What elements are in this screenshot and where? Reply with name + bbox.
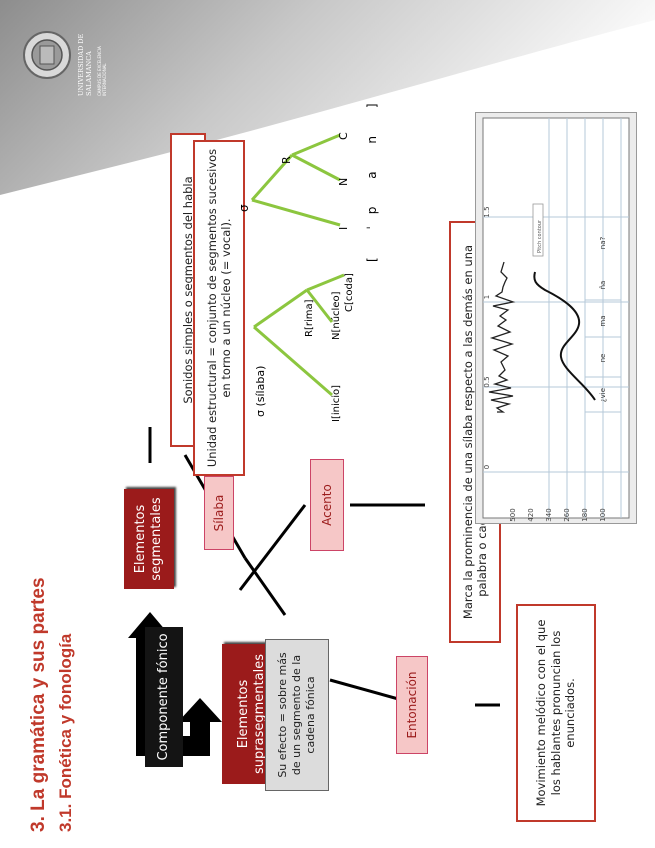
silaba-label: Sílaba [204,476,234,550]
ytick-260: 260 [562,508,571,522]
elementos-segmentales-box: Elementos segmentales [124,489,174,589]
componente-fonico-box: Componente fónico [145,627,183,767]
syllable-vie: ¿vie [598,387,607,403]
tree1-coda-label: C[coda] [344,273,355,312]
header-band [0,0,655,195]
pitch-tag: Pitch contour [537,219,543,253]
tree2-sigma: σ [237,204,251,212]
entonacion-label: Entonación [396,656,428,754]
xtick-1.5: 1.5 [482,206,491,218]
tree2-c: C [337,132,350,140]
pitch-figure: Pitch contour [482,117,630,519]
tree1-inicio-label: I[inicio] [331,385,342,422]
tree2-n: N [337,178,350,186]
ytick-100: 100 [598,508,607,522]
syllable-na1: ña [598,280,607,290]
tree2-i: I [337,227,350,230]
tree2-r: R [280,156,293,164]
acento-label: Acento [310,459,344,551]
ytick-340: 340 [544,508,553,522]
xtick-0.5: 0.5 [482,376,491,388]
pitch-labels: 500 420 340 260 180 100 0 0.5 1 1.5 ¿vie… [475,112,637,524]
syllable-tree-pan: σ R I N C [ ˈp a n ] [237,100,379,262]
ytick-500: 500 [508,508,517,522]
tree2-transcription: [ ˈp a n ] [365,100,379,262]
syllable-ne: ne [598,353,607,363]
syllable-tree-labeled: σ (sílaba) R[rima] I[inicio] N[núcleo] C… [253,273,355,422]
tree1-rima-label: R[rima] [304,299,315,337]
tree1-sigma-label: σ (sílaba) [254,366,267,417]
tree1-nucleo-label: N[núcleo] [330,291,342,340]
xtick-1: 1 [482,294,491,300]
movimiento-melodico-box: Movimiento melódico con el que los habla… [516,604,596,822]
su-efecto-box: Su efecto = sobre más de un segmento de … [265,639,329,791]
ytick-420: 420 [526,508,535,522]
university-seal-icon [23,31,71,79]
ytick-180: 180 [580,508,589,522]
syllable-ma: ma [598,315,607,327]
xtick-0: 0 [482,464,491,470]
syllable-na2: na? [598,236,607,250]
